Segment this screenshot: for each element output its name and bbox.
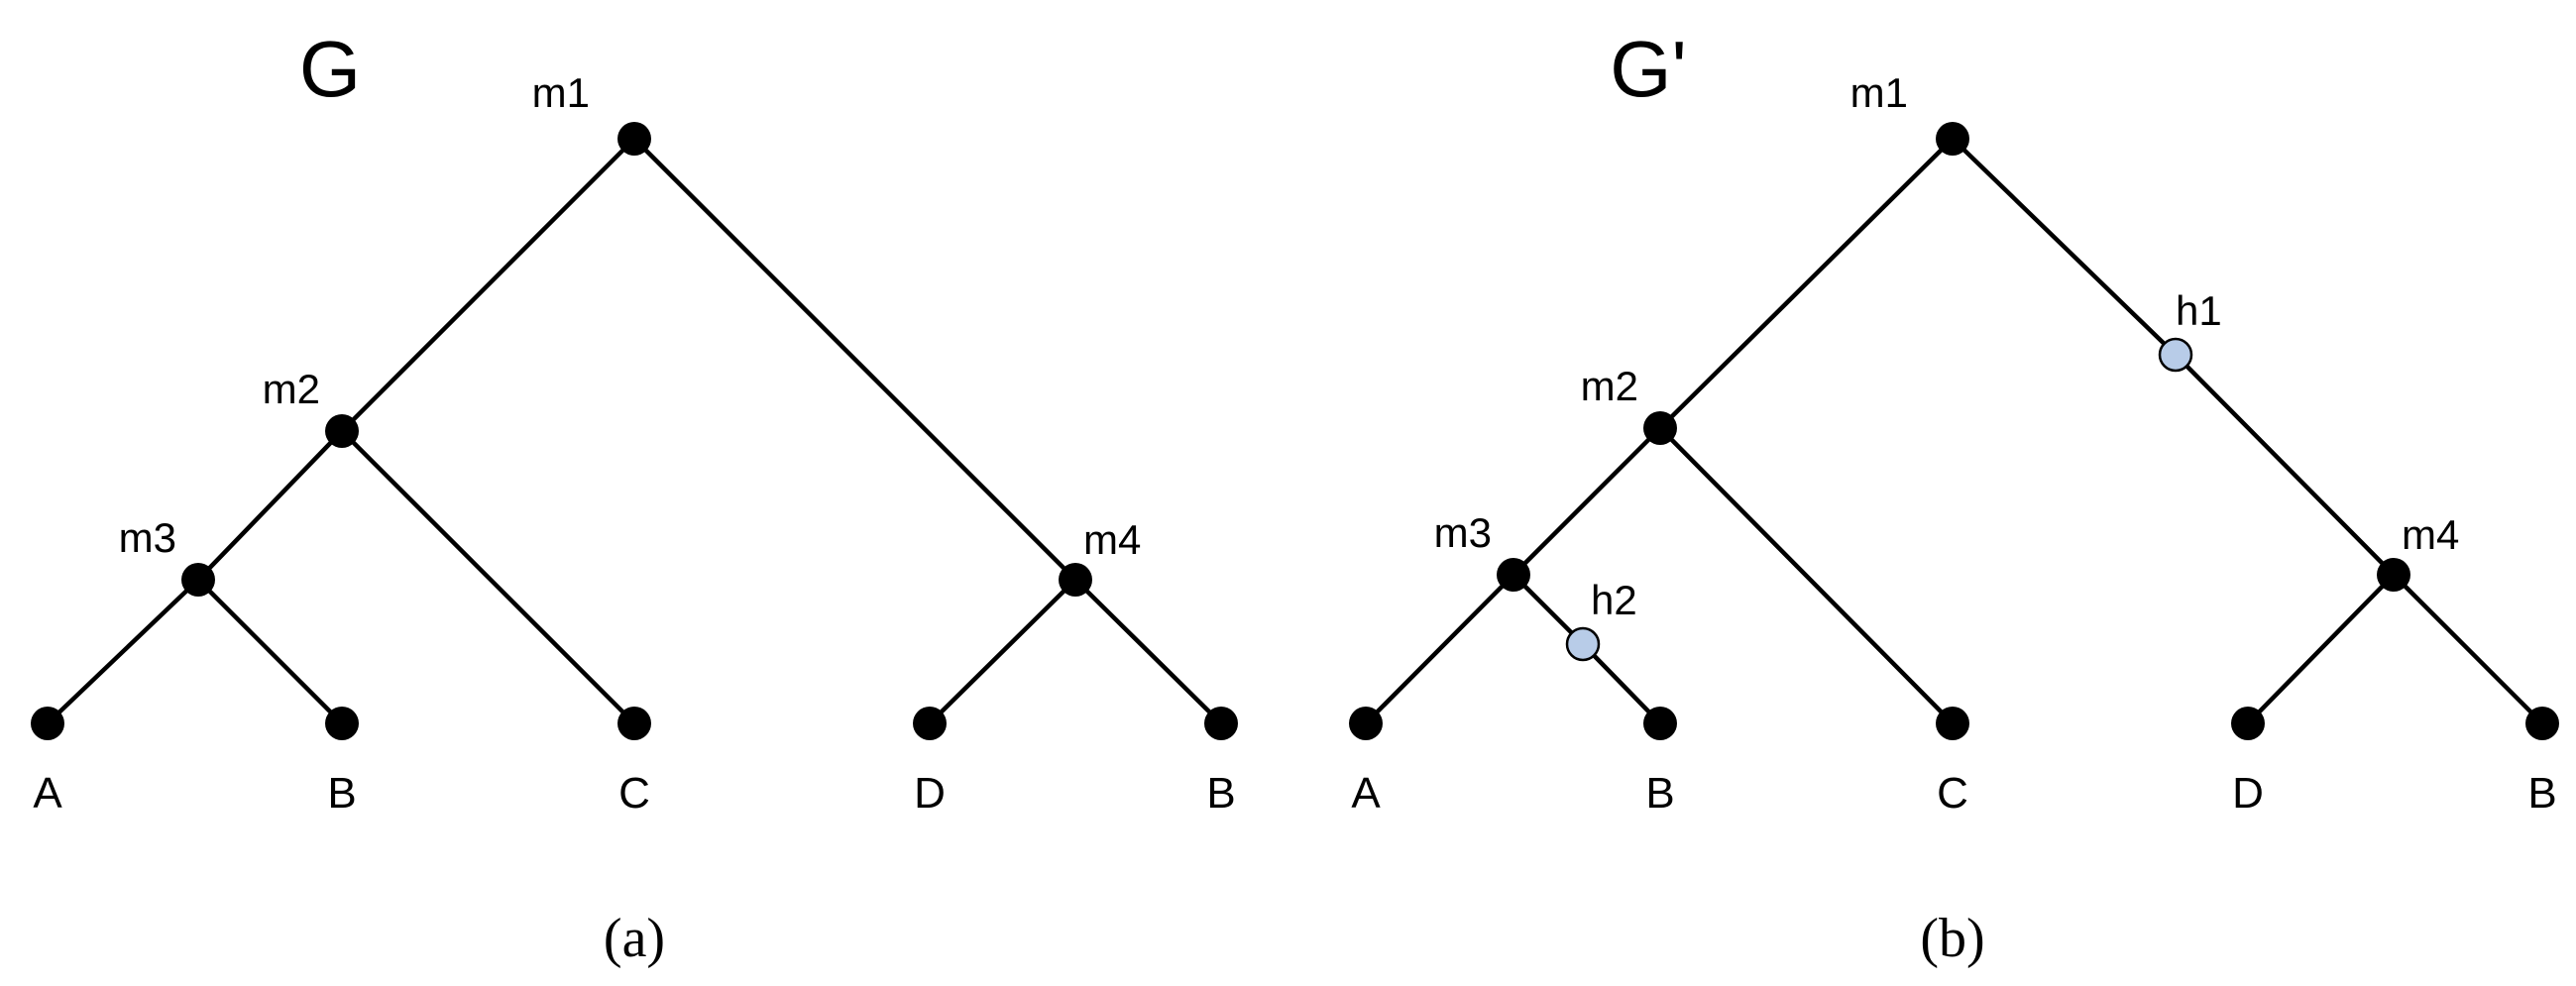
node-label-B2: B: [1206, 769, 1235, 818]
edge-h1-m4: [2174, 353, 2396, 577]
node-A: [31, 707, 64, 740]
node-label-m3: m3: [1434, 509, 1492, 556]
edge-m2-C: [340, 429, 636, 725]
node-m3: [181, 563, 215, 597]
panel-a-tree-g: G m1 m2 m3 m4A B C D B (a): [31, 25, 1238, 969]
node-D: [913, 707, 947, 740]
node-m2: [325, 414, 359, 448]
edge-m3-A: [1364, 573, 1515, 725]
panel-b-caption: (b): [1920, 908, 1984, 969]
node-label-B1: B: [327, 769, 356, 818]
panel-b-nodes: m1 h1 m2 m3 h2 m4A B C D B: [1349, 69, 2559, 818]
node-m4: [2377, 558, 2410, 592]
node-label-D: D: [2232, 769, 2264, 818]
panel-a-nodes: m1 m2 m3 m4A B C D B: [31, 69, 1238, 818]
node-label-m1: m1: [1850, 69, 1908, 116]
node-label-m1: m1: [532, 69, 590, 116]
node-h1: [2158, 337, 2193, 373]
node-label-m2: m2: [1581, 363, 1638, 409]
node-label-m4: m4: [1083, 516, 1141, 563]
node-label-h2: h2: [1591, 577, 1637, 623]
node-h2: [1565, 626, 1601, 662]
node-label-A: A: [33, 769, 62, 818]
node-B1: [325, 707, 359, 740]
edge-m1-m2: [1658, 137, 1955, 430]
node-D: [2231, 707, 2265, 740]
edge-m2-m3: [196, 429, 344, 582]
node-label-C: C: [1937, 769, 1968, 818]
node-label-m4: m4: [2402, 511, 2459, 558]
node-label-m2: m2: [263, 366, 320, 412]
node-label-m3: m3: [119, 514, 176, 561]
edge-m1-h1: [1951, 137, 2178, 357]
edge-m4-B2: [1073, 578, 1223, 725]
edge-m4-D: [928, 578, 1077, 725]
node-B1: [1643, 707, 1677, 740]
node-m4: [1059, 563, 1092, 597]
node-label-B1: B: [1645, 769, 1674, 818]
panel-b-edges: [1364, 137, 2544, 725]
node-label-A: A: [1351, 769, 1381, 818]
edge-h2-B1: [1581, 642, 1662, 725]
edge-m3-B1: [196, 578, 344, 725]
edge-m4-D: [2246, 573, 2396, 725]
node-label-h1: h1: [2176, 287, 2222, 334]
node-m1: [1936, 122, 1969, 156]
node-C: [617, 707, 651, 740]
node-m2: [1643, 411, 1677, 445]
node-B2: [1204, 707, 1238, 740]
panel-a-caption: (a): [604, 908, 665, 969]
node-label-B2: B: [2527, 769, 2556, 818]
node-C: [1936, 707, 1969, 740]
node-m3: [1497, 558, 1530, 592]
edge-m1-m4: [632, 137, 1077, 582]
node-B2: [2525, 707, 2559, 740]
panel-b-title: G': [1610, 25, 1687, 113]
node-A: [1349, 707, 1383, 740]
panel-a-title: G: [299, 25, 361, 113]
edge-m3-A: [46, 578, 200, 725]
node-label-C: C: [618, 769, 650, 818]
edge-m2-m3: [1512, 426, 1662, 577]
edge-m2-C: [1658, 426, 1955, 725]
node-m1: [617, 122, 651, 156]
panel-a-edges: [46, 137, 1223, 725]
edge-m1-m2: [340, 137, 636, 433]
panel-b-tree-g-prime: G' m1 h1 m2 m3 h2 m4A B C D B (b): [1349, 25, 2559, 969]
node-label-D: D: [914, 769, 946, 818]
edge-m4-B2: [2392, 573, 2544, 725]
